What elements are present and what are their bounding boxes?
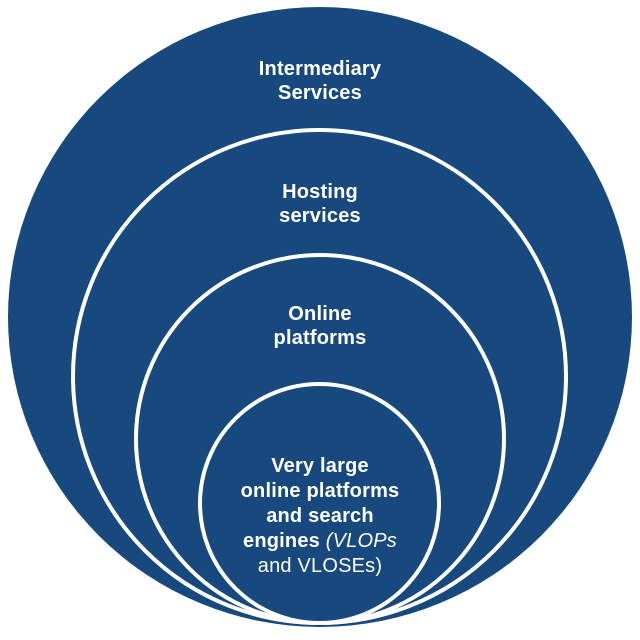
circle-vlops-vloses <box>198 382 441 625</box>
label-intermediary-services: Intermediary Services <box>258 58 382 104</box>
label-online-platforms: Online platforms <box>273 303 367 349</box>
vlops-label-line-5: and VLOSEs) <box>0 554 640 579</box>
vlops-label-line-5-text: and VLOSEs) <box>257 555 383 577</box>
vlops-label-line-4-bold-text: engines <box>243 530 326 552</box>
vlops-label-line-2-text: online platforms <box>240 480 400 502</box>
vlops-label-line-2: online platforms <box>0 479 640 504</box>
vlops-label-line-4-italic-text: (VLOPs <box>325 530 397 552</box>
vlops-label-line-3-text: and search <box>266 505 374 527</box>
vlops-label-line-3: and search <box>0 504 640 529</box>
vlops-label-line-4: engines (VLOPs <box>0 529 640 554</box>
vlops-label-line-1-text: Very large <box>271 455 369 477</box>
label-hosting-services: Hosting services <box>279 181 361 227</box>
vlops-label-line-1: Very large <box>0 454 640 479</box>
label-vlops-vloses: Very large online platforms and search e… <box>0 454 640 579</box>
